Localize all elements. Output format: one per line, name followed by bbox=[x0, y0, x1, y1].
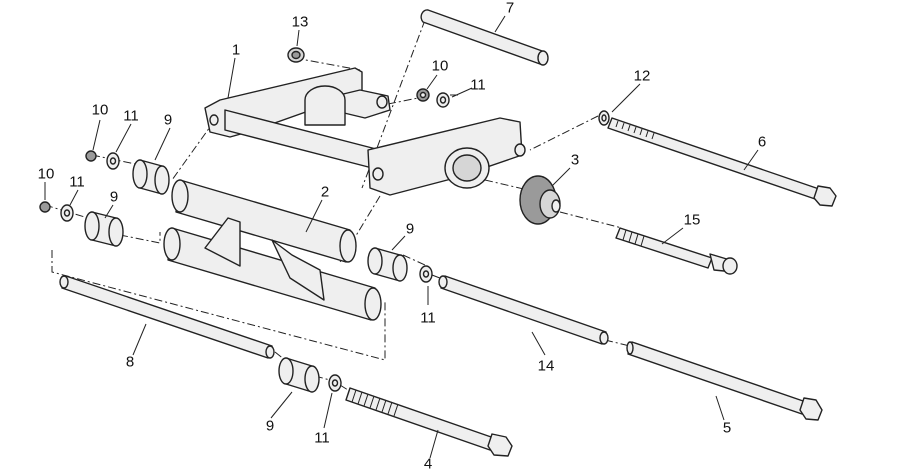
callout-2: 2 bbox=[321, 184, 329, 201]
bolt-5 bbox=[626, 341, 823, 421]
cross-member-2 bbox=[163, 179, 382, 321]
washer-11-left-lower bbox=[60, 204, 74, 222]
washer-11-lower bbox=[328, 374, 342, 392]
pin-8 bbox=[59, 275, 275, 359]
spacer-9-middle bbox=[367, 247, 408, 282]
callout-14: 14 bbox=[538, 358, 555, 375]
nut-10-left-upper bbox=[85, 150, 97, 162]
callout-11-middle: 11 bbox=[420, 310, 436, 327]
nut-10-upper bbox=[416, 88, 430, 102]
callout-1: 1 bbox=[232, 42, 240, 59]
callout-13: 13 bbox=[292, 14, 309, 31]
spacer-9-left-upper bbox=[132, 159, 170, 195]
callout-labels: 1 2 3 4 5 6 7 8 9 9 9 9 10 10 10 11 11 1… bbox=[38, 0, 767, 471]
nut-10-left-lower bbox=[39, 201, 51, 213]
callout-10-left-upper: 10 bbox=[92, 102, 109, 119]
bolt-6 bbox=[607, 117, 837, 207]
washer-12 bbox=[598, 110, 610, 126]
spacer-9-lower bbox=[278, 357, 320, 393]
pin-7 bbox=[420, 9, 549, 66]
callout-11-left-lower: 11 bbox=[69, 174, 85, 191]
callout-9-left: 9 bbox=[110, 189, 118, 206]
callout-10-upper-right: 10 bbox=[432, 58, 449, 75]
washer-11-middle bbox=[419, 265, 433, 283]
washer-11-upper bbox=[436, 92, 450, 108]
nut-13 bbox=[287, 47, 305, 63]
pin-14 bbox=[438, 275, 609, 345]
callout-6: 6 bbox=[758, 134, 766, 151]
washer-11-left-upper bbox=[106, 152, 120, 170]
callout-3: 3 bbox=[571, 152, 579, 169]
callout-9-middle: 9 bbox=[406, 221, 414, 238]
callout-11-lower: 11 bbox=[314, 430, 330, 447]
callout-9-lower: 9 bbox=[266, 418, 274, 435]
spacer-9-left-lower bbox=[84, 211, 124, 247]
swing-arm-1 bbox=[204, 67, 526, 196]
callout-11-left-upper: 11 bbox=[123, 108, 139, 125]
callout-8: 8 bbox=[126, 354, 134, 371]
callout-10-left-lower: 10 bbox=[38, 166, 55, 183]
callout-9-upper: 9 bbox=[164, 112, 172, 129]
callout-15: 15 bbox=[684, 212, 701, 229]
bushing-3 bbox=[519, 175, 561, 225]
callout-7: 7 bbox=[506, 0, 514, 17]
callout-11-upper-right: 11 bbox=[470, 77, 486, 94]
callout-12: 12 bbox=[634, 68, 651, 85]
leader-lines bbox=[44, 15, 759, 459]
bolt-15 bbox=[615, 227, 738, 275]
callout-4: 4 bbox=[424, 456, 432, 471]
callout-5: 5 bbox=[723, 420, 731, 437]
bolt-4 bbox=[345, 387, 513, 457]
